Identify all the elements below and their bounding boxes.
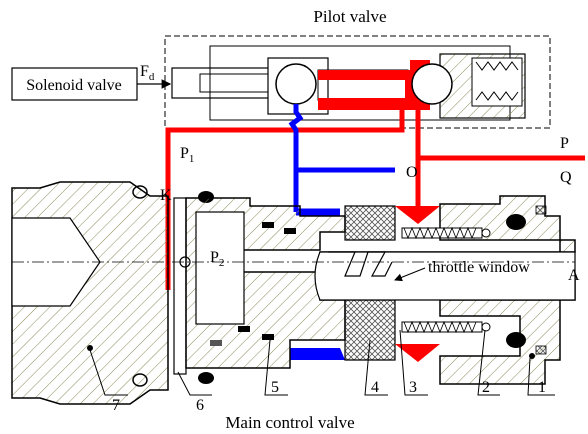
part-leaders bbox=[89, 329, 555, 396]
spool-chamber-p2 bbox=[195, 211, 245, 325]
label-o: O bbox=[406, 164, 418, 181]
return-chamber-bottom bbox=[290, 348, 345, 360]
label-p2: P2 bbox=[210, 249, 224, 269]
solenoid-valve-label: Solenoid valve bbox=[26, 77, 122, 94]
seal-spool-3 bbox=[238, 326, 250, 332]
label-q: Q bbox=[560, 169, 572, 186]
force-label: Fd bbox=[140, 63, 155, 83]
solenoid-valve-box bbox=[11, 67, 138, 101]
seal-top-left bbox=[132, 185, 148, 199]
seal-right-top bbox=[506, 214, 526, 230]
main-control-valve-title: Main control valve bbox=[225, 413, 354, 432]
seal-spool-5 bbox=[210, 340, 222, 346]
part-7-dot bbox=[87, 345, 93, 351]
pilot-ball-right bbox=[411, 63, 453, 105]
outlet-bore bbox=[314, 251, 576, 301]
part-number-1: 1 bbox=[538, 379, 546, 396]
label-k: K bbox=[160, 187, 172, 204]
return-line-o bbox=[288, 104, 304, 212]
seal-right-bottom bbox=[506, 332, 526, 348]
pilot-spring bbox=[475, 61, 519, 101]
seal-spool-4 bbox=[262, 334, 274, 340]
pilot-pin-6 bbox=[173, 197, 187, 375]
pilot-ball-left bbox=[275, 63, 317, 105]
label-a: A bbox=[568, 267, 580, 284]
part-number-3: 3 bbox=[409, 379, 417, 396]
pilot-pressure-chamber bbox=[318, 60, 430, 110]
part-number-4: 4 bbox=[371, 379, 379, 396]
throttle-window-arrow bbox=[394, 267, 426, 282]
part-number-7: 7 bbox=[112, 397, 120, 414]
seal-bottom-left bbox=[132, 373, 148, 387]
part-number-2: 2 bbox=[482, 379, 490, 396]
seal-black-bottom bbox=[198, 372, 214, 384]
throttle-window-label: throttle window bbox=[428, 259, 530, 276]
seal-spool-2 bbox=[284, 228, 296, 234]
label-p: P bbox=[560, 135, 569, 152]
pilot-valve-title: Pilot valve bbox=[313, 7, 386, 26]
throttle-window-notch bbox=[328, 251, 393, 277]
sleeve-4-top bbox=[344, 205, 396, 241]
throttle-wedge-bottom bbox=[395, 344, 440, 362]
sleeve-4-bottom bbox=[344, 299, 396, 361]
seal-spool-1 bbox=[262, 222, 274, 228]
throttle-wedge-top bbox=[395, 206, 440, 224]
label-p1: P1 bbox=[180, 145, 194, 165]
part-number-5: 5 bbox=[271, 379, 279, 396]
part-number-6: 6 bbox=[196, 397, 204, 414]
